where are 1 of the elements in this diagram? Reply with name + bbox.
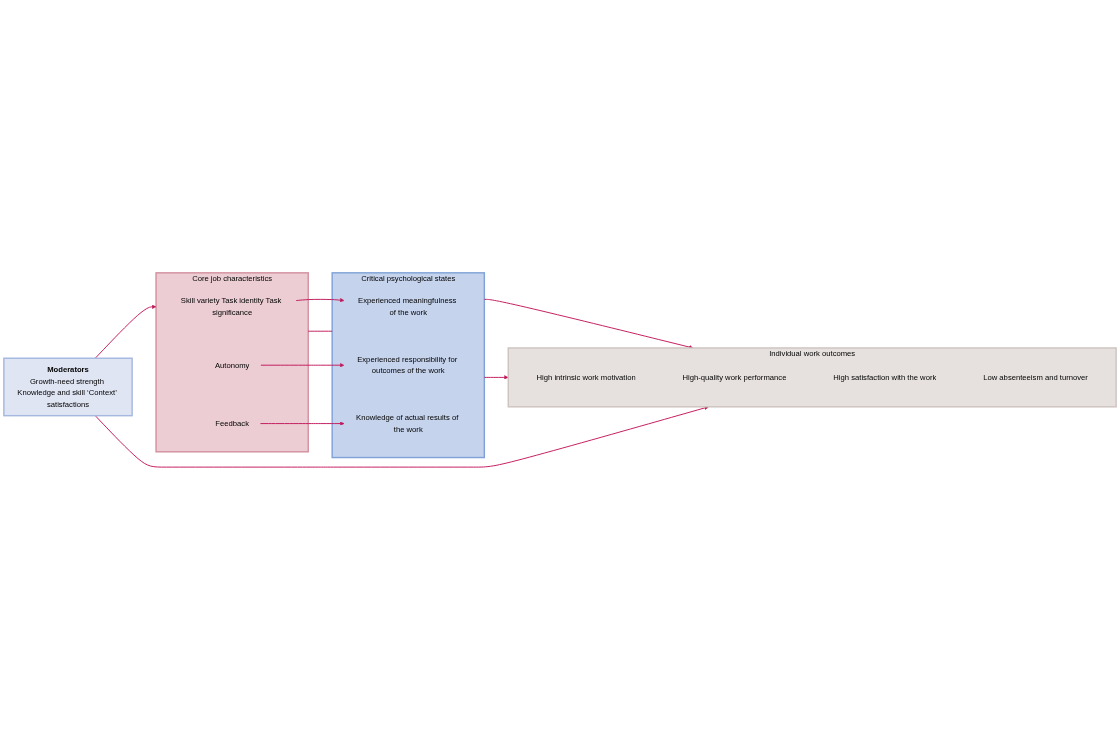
- connector: [307, 330, 333, 332]
